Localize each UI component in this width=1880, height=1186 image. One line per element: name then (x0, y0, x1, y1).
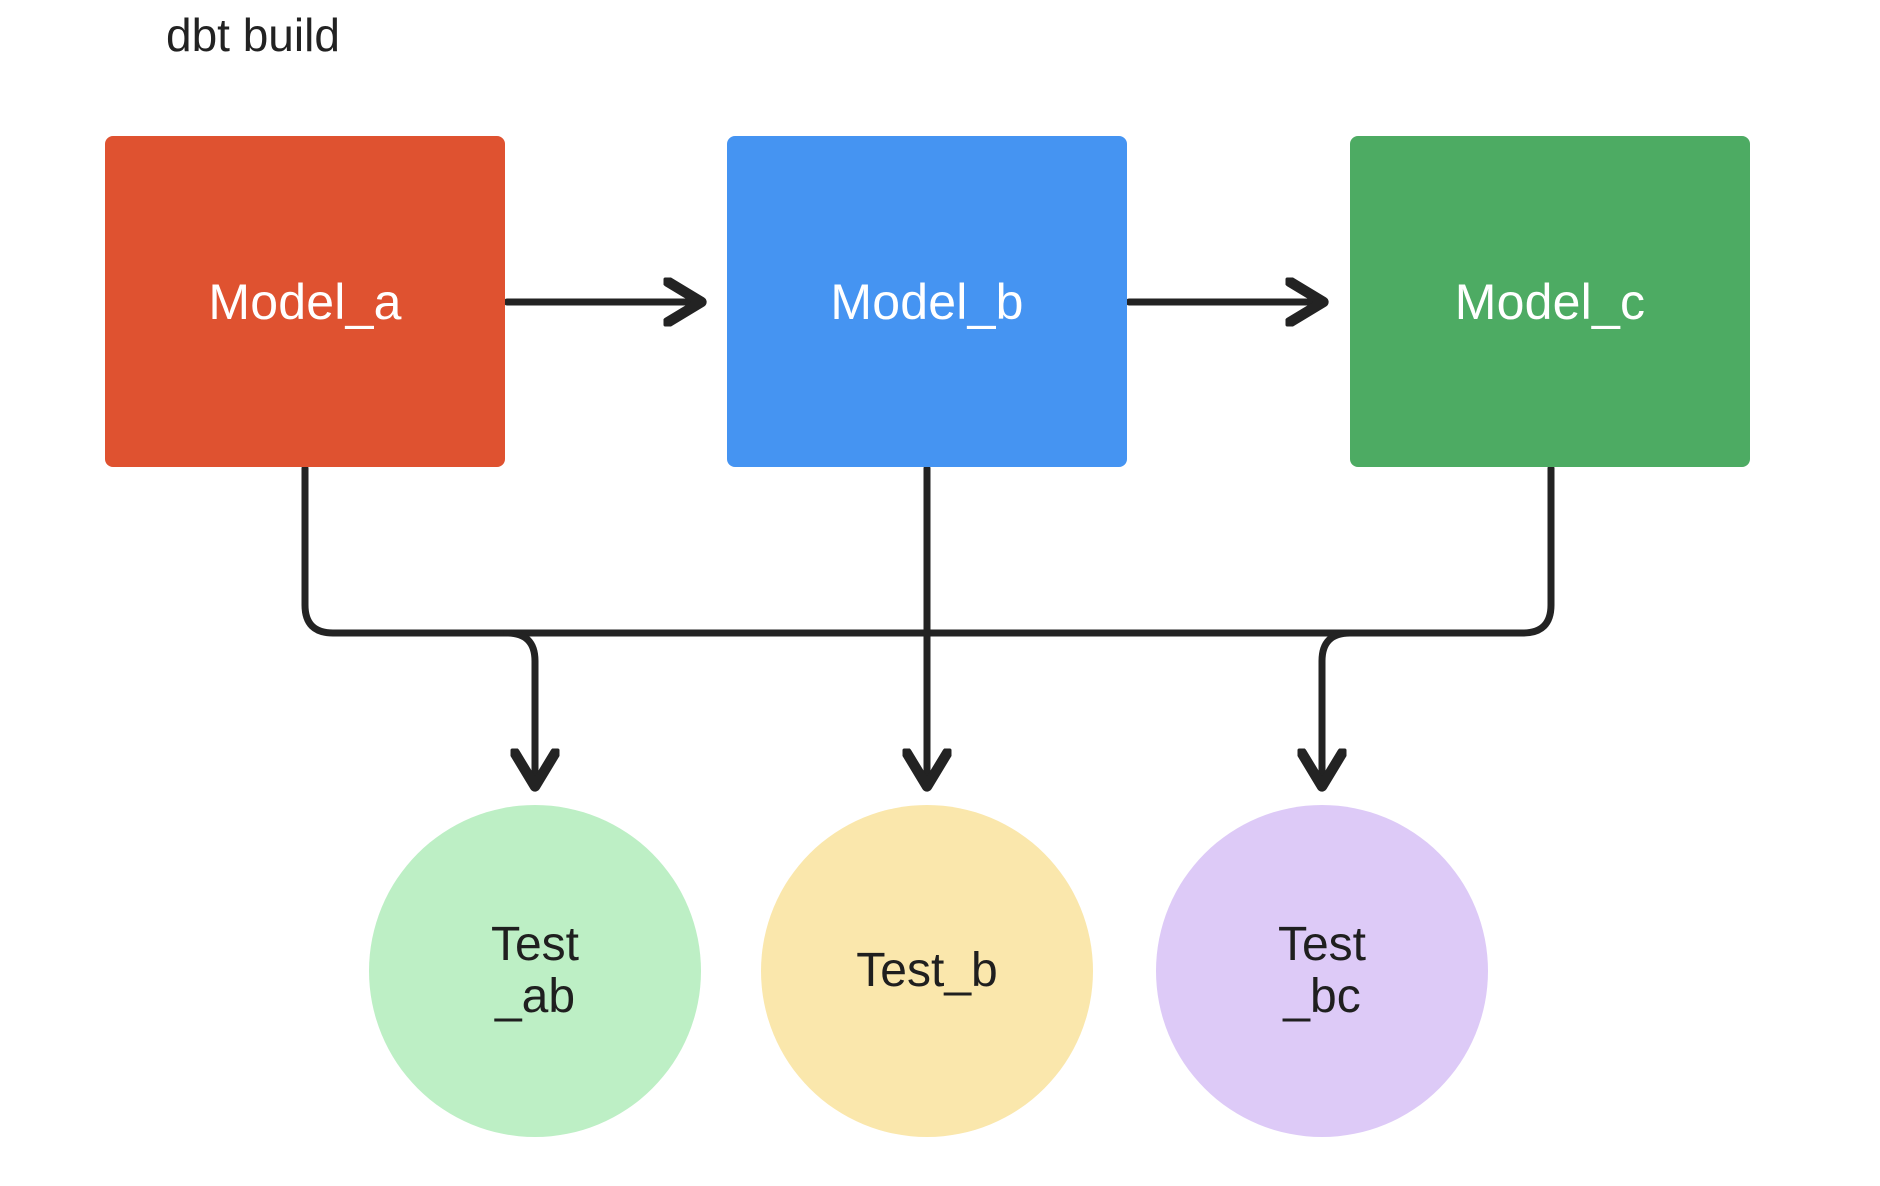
node-test-ab[interactable]: Test _ab (369, 805, 701, 1137)
node-model-b-label: Model_b (830, 273, 1024, 330)
node-test-ab-label: Test _ab (490, 918, 580, 1023)
edge-model-a-to-bus (301, 464, 931, 637)
node-model-b[interactable]: Model_b (727, 136, 1127, 467)
edge-model-c-to-bus (923, 464, 1555, 637)
node-test-bc[interactable]: Test _bc (1156, 805, 1488, 1137)
node-model-a[interactable]: Model_a (105, 136, 505, 467)
edge-bus-to-test-bc (1322, 629, 1354, 785)
node-test-bc-label: Test _bc (1277, 918, 1367, 1023)
node-test-b[interactable]: Test_b (761, 805, 1093, 1137)
node-test-b-label: Test_b (856, 944, 998, 998)
node-model-c-label: Model_c (1454, 273, 1646, 330)
page-title: dbt build (166, 9, 340, 61)
node-model-a-label: Model_a (208, 273, 402, 330)
edge-bus-to-test-ab (503, 629, 535, 785)
node-model-c[interactable]: Model_c (1350, 136, 1750, 467)
